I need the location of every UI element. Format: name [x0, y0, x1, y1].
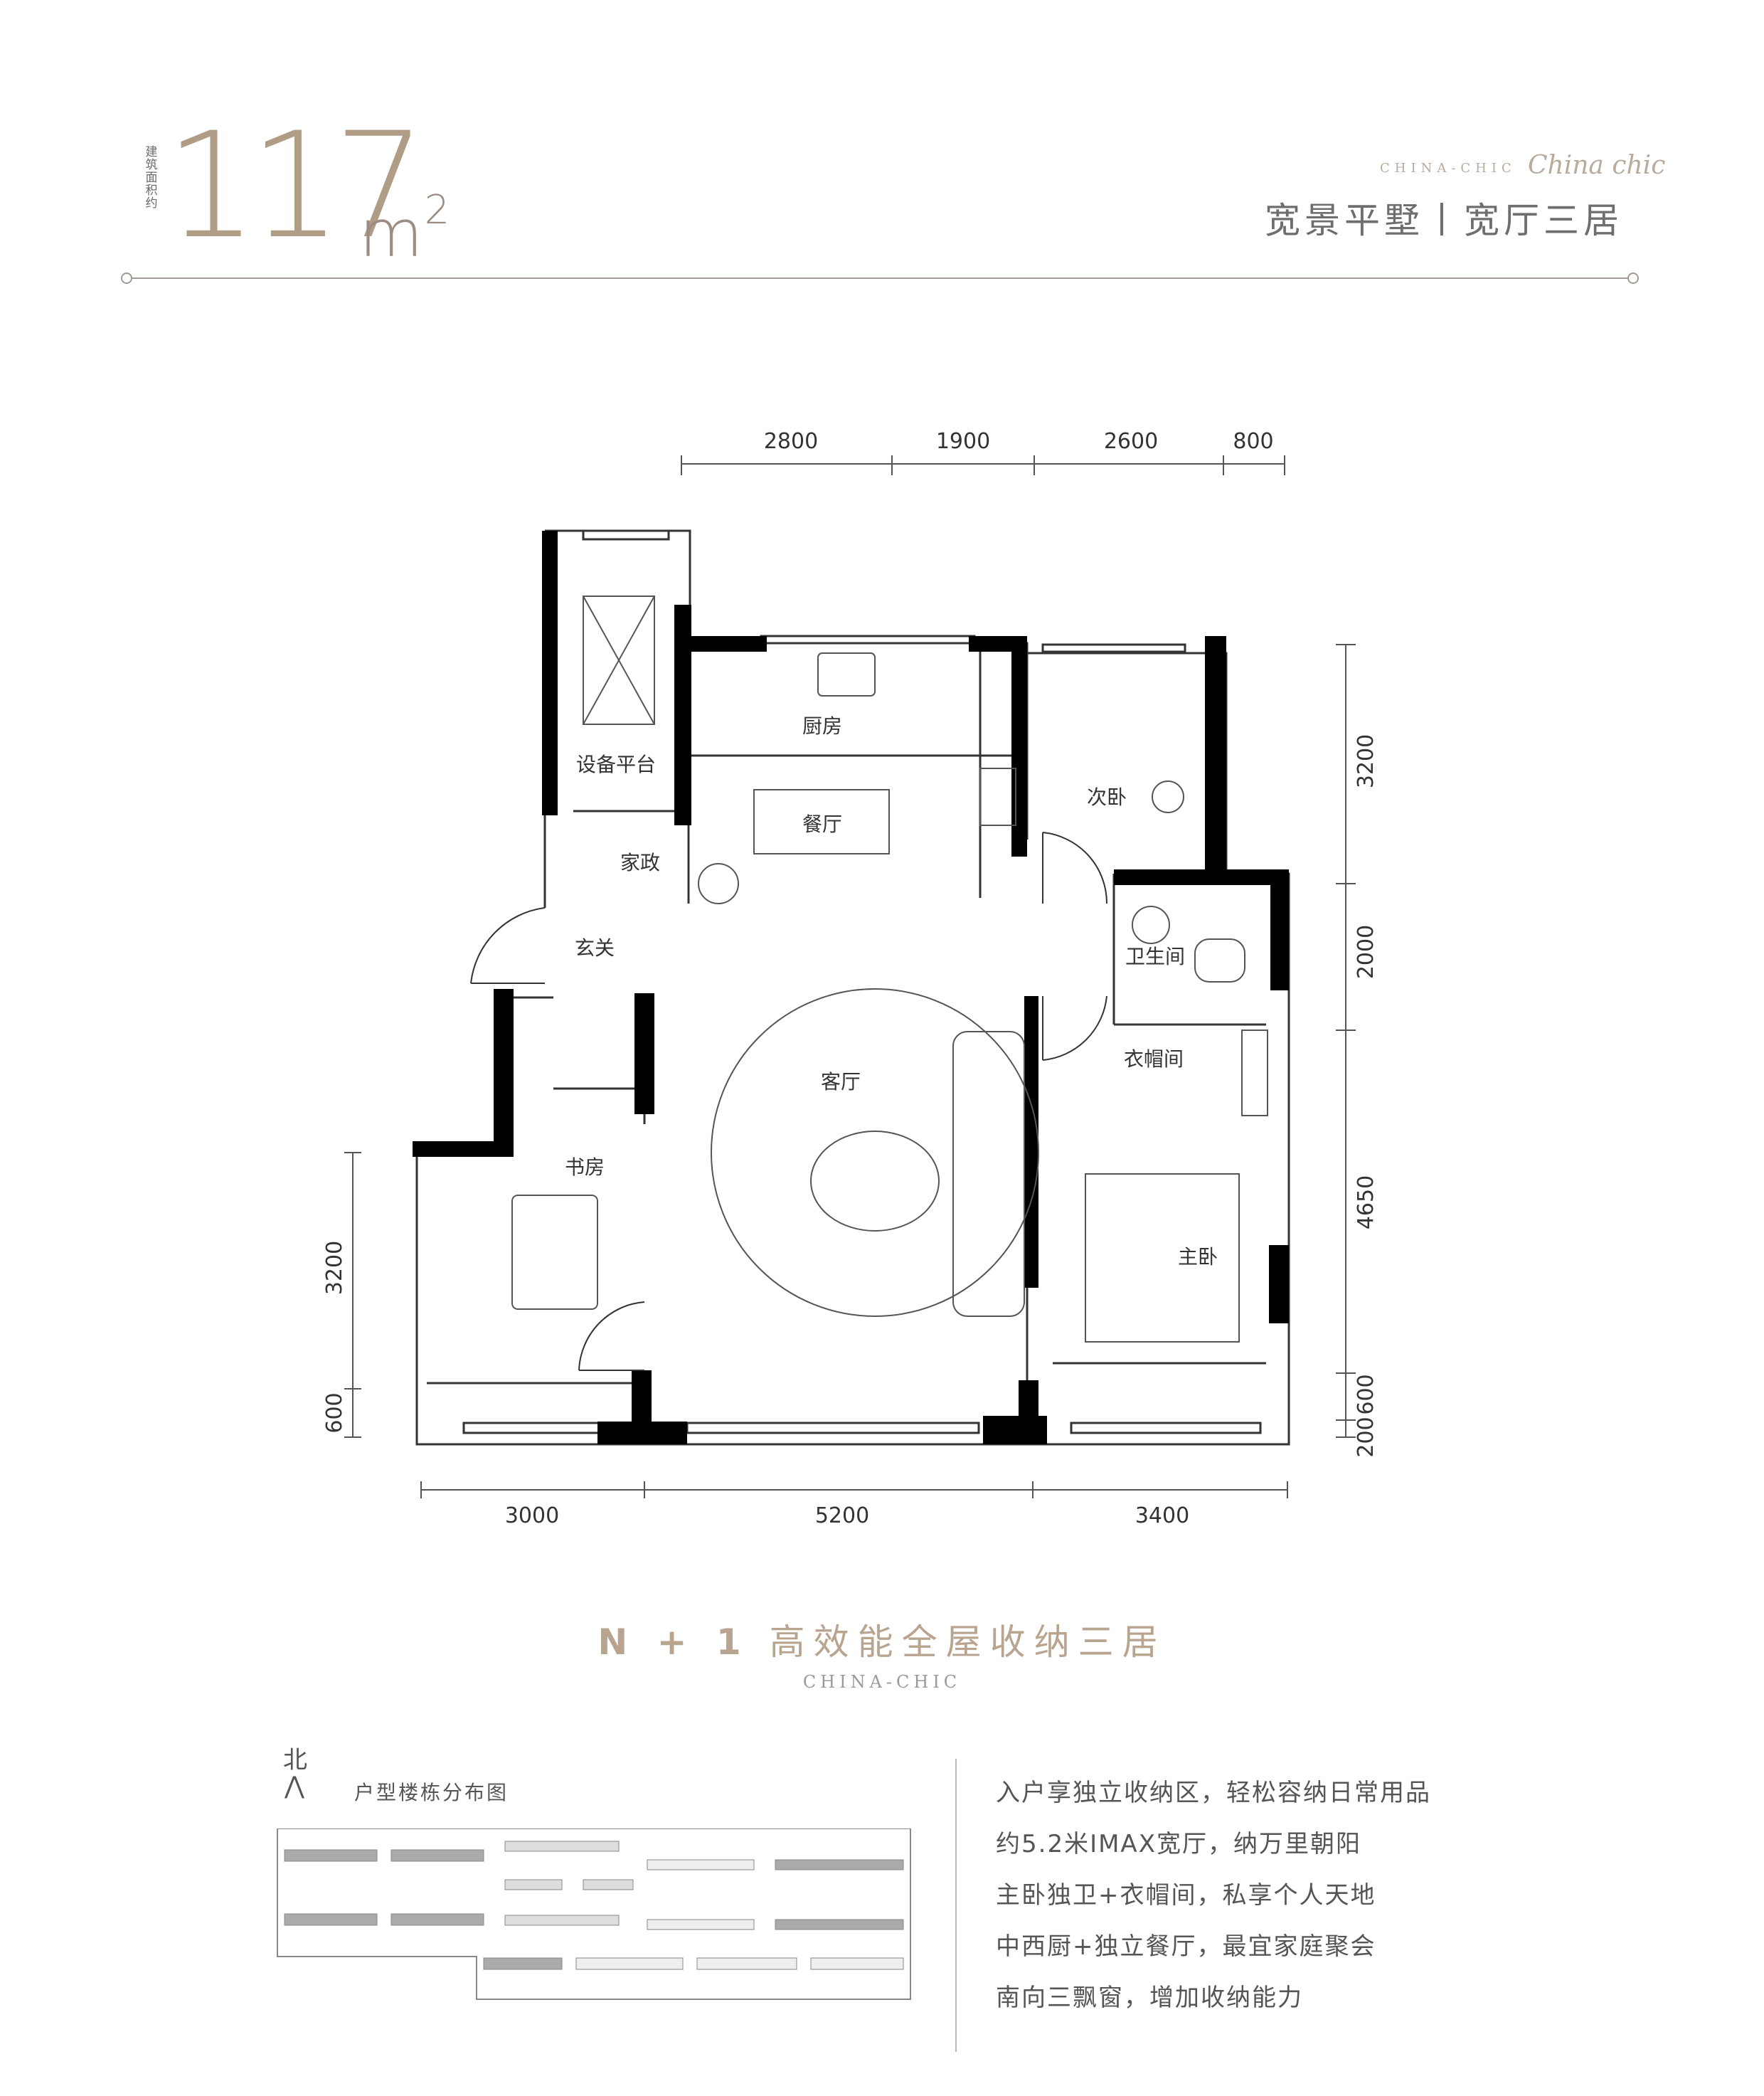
- area-unit-base: m: [359, 196, 423, 272]
- area-unit: m2: [359, 178, 450, 267]
- subtitle-prefix: N + 1: [597, 1621, 750, 1663]
- site-map-title: 户型楼栋分布图: [354, 1781, 509, 1804]
- feature-3: 主卧独卫+衣帽间，私享个人天地: [996, 1881, 1376, 1910]
- header-divider: [127, 277, 1630, 279]
- living-room-rug: [711, 988, 1039, 1317]
- brand-logo-script: China chic: [1528, 151, 1666, 180]
- buildings: [284, 1841, 904, 1970]
- room-kitchen: 厨房: [802, 714, 842, 738]
- stool-icon: [1152, 780, 1184, 813]
- dim-bottom-1: 3000: [505, 1503, 559, 1528]
- sink-icon: [817, 652, 876, 697]
- area-label: 建筑面积约: [145, 145, 158, 211]
- area-unit-sup: 2: [424, 187, 450, 233]
- dining-table: [753, 789, 890, 854]
- dimension-labels: 2800 1900 2600 800 3000 5200 3400 3200 6…: [322, 429, 1378, 1528]
- room-bathroom: 卫生间: [1125, 945, 1185, 968]
- dimension-lines: [344, 455, 1356, 1498]
- room-living-room: 客厅: [821, 1070, 861, 1094]
- floor-plan: 设备平台 家政 厨房 餐厅 次卧 卫生间 玄关 衣帽间 客厅 书房 主卧 280…: [322, 429, 1378, 1528]
- north-label: 北: [283, 1746, 307, 1774]
- dim-top-4: 800: [1233, 429, 1273, 454]
- feature-5: 南向三飘窗，增加收纳能力: [996, 1984, 1303, 2012]
- dim-bottom-3: 3400: [1135, 1503, 1189, 1528]
- site-map: [277, 1828, 911, 2000]
- washbasin-icon: [1132, 906, 1170, 944]
- dim-top-1: 2800: [764, 429, 818, 454]
- dim-right-1: 3200: [1354, 734, 1378, 788]
- room-equipment-platform: 设备平台: [576, 753, 656, 776]
- site-boundary: [277, 1828, 911, 2000]
- dim-right-4: 600: [1354, 1374, 1378, 1414]
- sofa-icon: [952, 1031, 1025, 1317]
- room-study: 书房: [565, 1155, 605, 1179]
- subtitle-text: 高效能全屋收纳三居: [769, 1621, 1167, 1663]
- dim-left-2: 600: [322, 1392, 347, 1433]
- slogan: 宽景平墅丨宽厅三居: [1265, 200, 1623, 241]
- doors: [470, 832, 1108, 1371]
- brand-logo-text: CHINA-CHIC: [1380, 161, 1516, 176]
- north-arrow-icon: ⋀: [285, 1772, 304, 1800]
- features-divider: [955, 1759, 957, 2052]
- dim-bottom-2: 5200: [815, 1503, 869, 1528]
- divider-dot-left: [121, 272, 132, 284]
- area-value: 117: [165, 102, 426, 271]
- room-cloakroom: 衣帽间: [1124, 1047, 1184, 1071]
- dim-right-5: 200: [1354, 1417, 1378, 1457]
- coffee-table: [810, 1131, 940, 1232]
- toilet-icon: [1194, 938, 1245, 983]
- solid-walls: [413, 531, 1289, 1444]
- washer-icon: [698, 863, 739, 904]
- furniture: [511, 596, 1268, 1343]
- dim-left-1: 3200: [322, 1241, 347, 1295]
- subtitle: N + 1 高效能全屋收纳三居: [0, 1614, 1764, 1665]
- equipment-box-icon: [583, 596, 655, 725]
- dim-top-3: 2600: [1104, 429, 1158, 454]
- subtitle-en: CHINA-CHIC: [802, 1672, 962, 1692]
- room-labels: 设备平台 家政 厨房 餐厅 次卧 卫生间 玄关 衣帽间 客厅 书房 主卧: [565, 714, 1218, 1269]
- bed-icon: [1085, 1173, 1240, 1343]
- room-housekeeping: 家政: [620, 851, 660, 874]
- feature-1: 入户享独立收纳区，轻松容纳日常用品: [996, 1779, 1431, 1807]
- room-master-bedroom: 主卧: [1178, 1245, 1218, 1269]
- room-second-bedroom: 次卧: [1087, 785, 1127, 809]
- cloakroom-shelf: [1241, 1030, 1268, 1116]
- study-desk: [511, 1195, 598, 1310]
- divider-dot-right: [1627, 272, 1639, 284]
- feature-2: 约5.2米IMAX宽厅，纳万里朝阳: [996, 1830, 1361, 1858]
- room-dining: 餐厅: [802, 813, 842, 836]
- feature-4: 中西厨+独立餐厅，最宜家庭聚会: [996, 1932, 1376, 1961]
- dim-right-2: 2000: [1354, 925, 1378, 979]
- dim-right-3: 4650: [1354, 1175, 1378, 1229]
- stove-icon: [979, 768, 1016, 826]
- room-entrance: 玄关: [575, 936, 615, 960]
- dim-top-2: 1900: [936, 429, 990, 454]
